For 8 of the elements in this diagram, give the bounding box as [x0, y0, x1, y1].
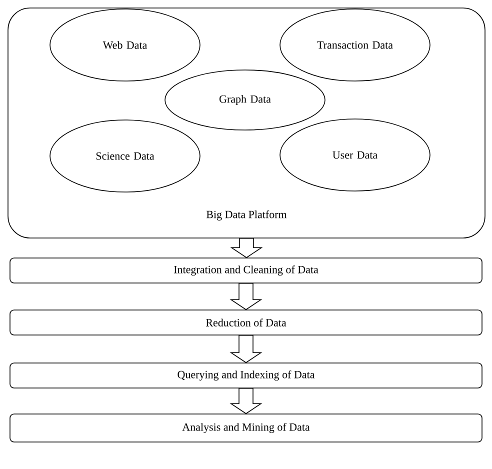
block-arrow: [230, 238, 263, 258]
process-box: Reduction of Data: [10, 310, 482, 336]
block-arrow: [230, 388, 262, 414]
block-arrow: [230, 283, 262, 310]
process-box: Integration and Cleaning of Data: [10, 258, 482, 284]
process-box: Analysis and Mining of Data: [10, 414, 482, 442]
block-arrow: [230, 335, 262, 364]
process-box: Querying and Indexing of Data: [10, 362, 482, 388]
